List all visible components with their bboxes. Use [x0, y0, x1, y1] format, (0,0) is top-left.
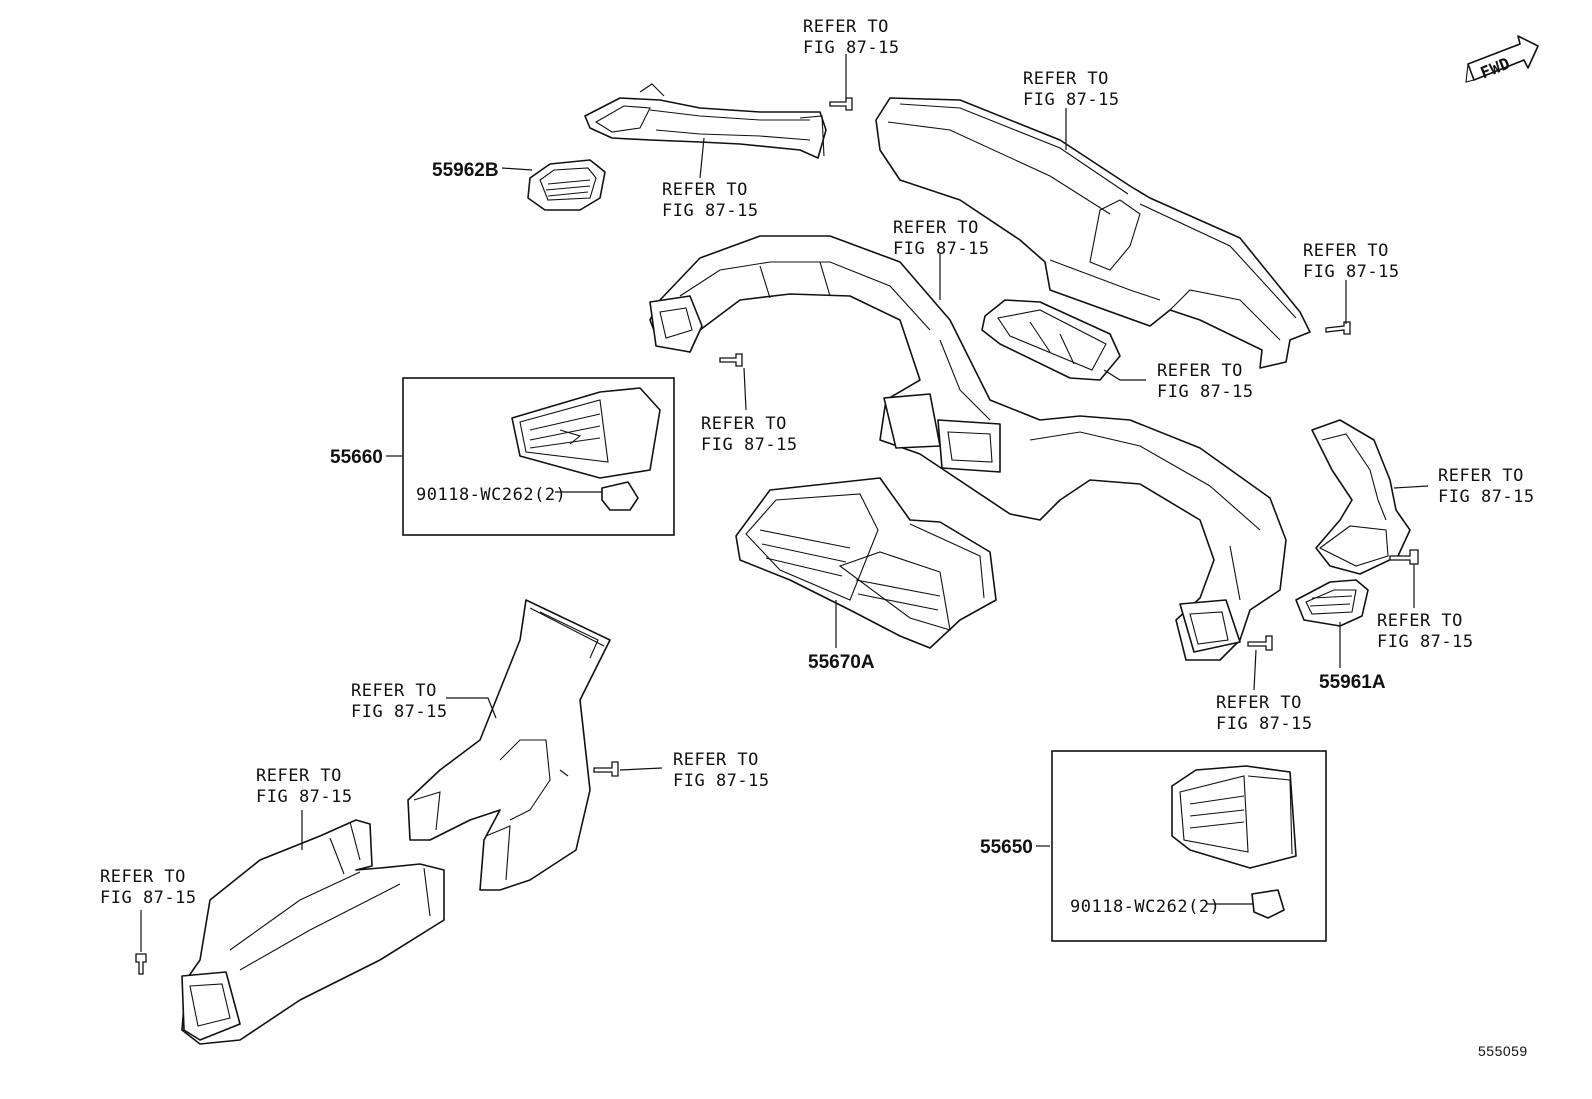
svg-text:FIG 87-15: FIG 87-15: [1377, 632, 1474, 652]
svg-text:FIG 87-15: FIG 87-15: [1438, 487, 1535, 507]
svg-text:FIG 87-15: FIG 87-15: [1216, 714, 1313, 734]
vent-55660-assembly: [511, 387, 661, 479]
part-number-55670a: 55670A: [808, 652, 875, 673]
svg-text:REFER TO: REFER TO: [803, 17, 889, 37]
refer-label: REFER TO FIG 87-15: [803, 17, 900, 58]
svg-text:REFER TO: REFER TO: [1303, 241, 1389, 261]
vent-55650-assembly: [1171, 765, 1297, 869]
svg-text:REFER TO: REFER TO: [256, 766, 342, 786]
clip-55650-icon: [1251, 889, 1285, 919]
svg-text:FIG 87-15: FIG 87-15: [1023, 90, 1120, 110]
svg-text:REFER TO: REFER TO: [701, 414, 787, 434]
defroster-grille: [981, 299, 1121, 381]
refer-label: REFER TO FIG 87-15: [701, 414, 798, 455]
refer-label: REFER TO FIG 87-15: [1377, 611, 1474, 652]
refer-label: REFER TO FIG 87-15: [351, 681, 448, 722]
part-number-55962b: 55962B: [432, 160, 499, 181]
svg-text:FIG 87-15: FIG 87-15: [803, 38, 900, 58]
side-defroster-duct: [584, 83, 827, 159]
refer-label: REFER TO FIG 87-15: [893, 218, 990, 259]
svg-text:FIG 87-15: FIG 87-15: [893, 239, 990, 259]
svg-text:REFER TO: REFER TO: [1216, 693, 1302, 713]
center-air-duct: [649, 235, 1287, 661]
screw-icon: [1389, 549, 1419, 565]
screw-icon: [135, 953, 147, 975]
svg-text:REFER TO: REFER TO: [1438, 466, 1524, 486]
svg-text:REFER TO: REFER TO: [673, 750, 759, 770]
detail-box-55660: [402, 377, 675, 536]
svg-text:FIG 87-15: FIG 87-15: [662, 201, 759, 221]
screw-icon: [593, 761, 619, 777]
svg-text:REFER TO: REFER TO: [1377, 611, 1463, 631]
refer-label: REFER TO FIG 87-15: [1216, 693, 1313, 734]
figure-number: 555059: [1478, 1043, 1528, 1059]
svg-text:REFER TO: REFER TO: [1157, 361, 1243, 381]
refer-label: REFER TO FIG 87-15: [673, 750, 770, 791]
svg-text:REFER TO: REFER TO: [1023, 69, 1109, 89]
svg-text:FIG 87-15: FIG 87-15: [673, 771, 770, 791]
refer-label: REFER TO FIG 87-15: [100, 867, 197, 908]
svg-text:REFER TO: REFER TO: [662, 180, 748, 200]
refer-label: REFER TO FIG 87-15: [662, 180, 759, 221]
fwd-arrow-icon: FWD: [1465, 35, 1539, 83]
vent-55962b: [527, 159, 606, 211]
vent-55961a: [1295, 579, 1369, 627]
clip-55660-icon: [601, 481, 639, 511]
svg-text:FIG 87-15: FIG 87-15: [256, 787, 353, 807]
screw-icon: [1325, 321, 1351, 335]
part-number-55650: 55650: [980, 837, 1033, 858]
refer-label: REFER TO FIG 87-15: [256, 766, 353, 807]
svg-text:REFER TO: REFER TO: [100, 867, 186, 887]
clip-label-55650: 90118-WC262(2): [1070, 897, 1220, 917]
refer-label: REFER TO FIG 87-15: [1157, 361, 1254, 402]
svg-text:FIG 87-15: FIG 87-15: [701, 435, 798, 455]
part-number-55961a: 55961A: [1319, 672, 1386, 693]
detail-box-55650: [1051, 750, 1327, 942]
side-duct-right: [1311, 419, 1411, 575]
refer-label: REFER TO FIG 87-15: [1303, 241, 1400, 282]
screw-icon: [829, 97, 853, 111]
screw-icon: [719, 353, 743, 367]
leader-lines: [140, 54, 1429, 952]
svg-text:FIG 87-15: FIG 87-15: [1303, 262, 1400, 282]
vent-55670a: [735, 477, 997, 649]
refer-label: REFER TO FIG 87-15: [1438, 466, 1535, 507]
rear-floor-duct: [181, 819, 445, 1045]
svg-text:REFER TO: REFER TO: [351, 681, 437, 701]
svg-text:FIG 87-15: FIG 87-15: [100, 888, 197, 908]
part-number-55660: 55660: [330, 447, 383, 468]
clip-label-55660: 90118-WC262(2): [416, 485, 566, 505]
svg-text:FIG 87-15: FIG 87-15: [1157, 382, 1254, 402]
refer-label: REFER TO FIG 87-15: [1023, 69, 1120, 110]
screw-icon: [1247, 635, 1273, 651]
svg-text:FIG 87-15: FIG 87-15: [351, 702, 448, 722]
floor-duct-center: [407, 599, 611, 891]
svg-text:REFER TO: REFER TO: [893, 218, 979, 238]
defroster-nozzle: [875, 97, 1311, 369]
